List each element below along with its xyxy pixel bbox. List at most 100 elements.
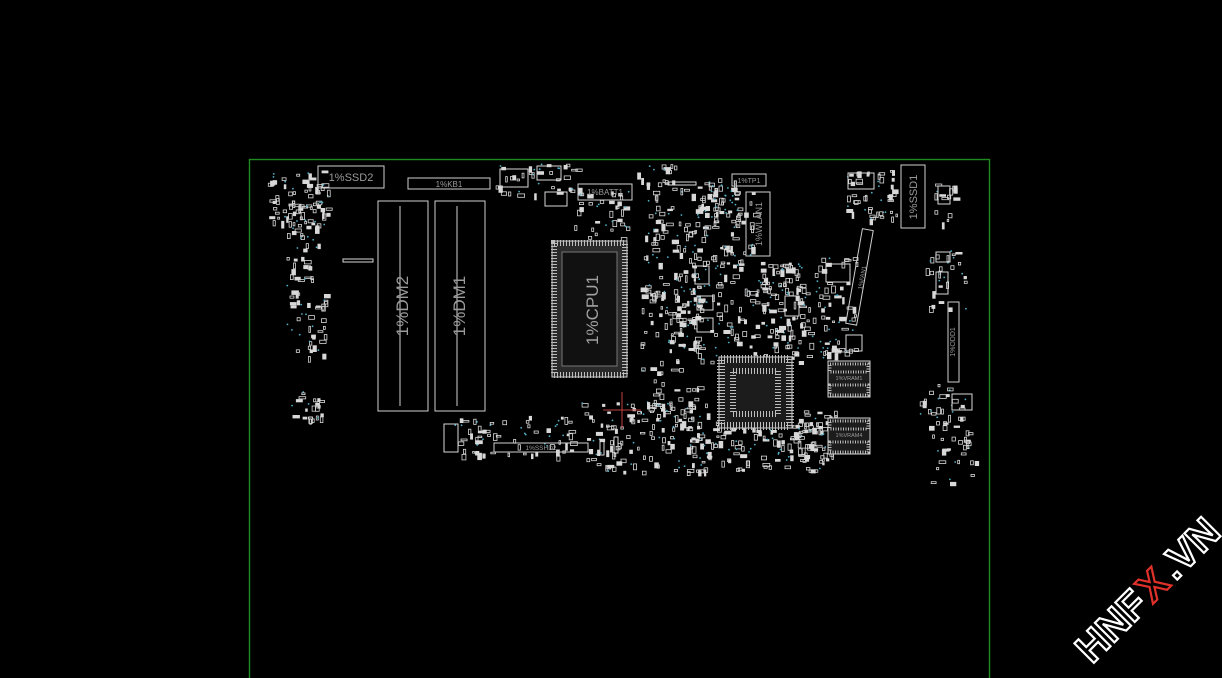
smd-component[interactable]	[611, 193, 617, 198]
ic-component[interactable]	[937, 185, 951, 205]
smd-component[interactable]	[701, 460, 706, 464]
smd-component[interactable]	[798, 427, 801, 430]
smd-component[interactable]	[523, 452, 527, 456]
smd-component[interactable]	[317, 404, 321, 409]
smd-component[interactable]	[892, 192, 897, 198]
cpu1-package[interactable]: 1%CPU1	[551, 240, 628, 378]
smd-component[interactable]	[678, 460, 680, 462]
smd-component[interactable]	[936, 421, 940, 426]
smd-component[interactable]	[947, 213, 953, 219]
smd-component[interactable]	[749, 447, 752, 450]
smd-component[interactable]	[295, 349, 300, 353]
smd-component[interactable]	[599, 438, 606, 443]
smd-component[interactable]	[288, 213, 293, 220]
smd-component[interactable]	[646, 182, 651, 190]
smd-component[interactable]	[528, 166, 533, 172]
smd-component[interactable]	[460, 438, 468, 442]
smd-component[interactable]	[773, 439, 778, 447]
smd-component[interactable]	[321, 170, 329, 174]
smd-component[interactable]	[812, 317, 817, 324]
smd-component[interactable]	[800, 266, 803, 269]
smd-component[interactable]	[308, 194, 314, 199]
smd-component[interactable]	[801, 447, 806, 456]
smd-component[interactable]	[762, 287, 768, 291]
smd-component[interactable]	[647, 232, 650, 235]
smd-component[interactable]	[774, 294, 780, 301]
smd-component[interactable]	[654, 462, 659, 469]
smd-component[interactable]	[824, 306, 826, 309]
smd-component[interactable]	[286, 233, 291, 239]
smd-component[interactable]	[816, 280, 819, 283]
smd-component[interactable]	[295, 399, 303, 403]
smd-component[interactable]	[826, 458, 830, 462]
smd-component[interactable]	[804, 413, 811, 417]
smd-component[interactable]	[679, 252, 684, 259]
smd-component[interactable]	[624, 206, 627, 208]
smd-component[interactable]	[473, 418, 477, 425]
smd-component[interactable]	[554, 425, 557, 428]
smd-component[interactable]	[320, 200, 323, 203]
smd-component[interactable]	[687, 324, 690, 327]
smd-component[interactable]	[575, 168, 583, 172]
smd-component[interactable]	[702, 358, 705, 361]
smd-component[interactable]	[683, 465, 686, 467]
smd-component[interactable]	[730, 328, 734, 336]
smd-component[interactable]	[521, 172, 525, 179]
smd-component[interactable]	[704, 268, 707, 271]
smd-component[interactable]	[787, 293, 789, 296]
smd-component[interactable]	[643, 256, 648, 261]
smd-component[interactable]	[687, 310, 691, 314]
smd-component[interactable]	[692, 405, 697, 410]
smd-component[interactable]	[714, 333, 718, 337]
smd-component[interactable]	[321, 183, 330, 188]
smd-component[interactable]	[949, 478, 951, 481]
smd-component[interactable]	[641, 308, 645, 315]
smd-component[interactable]	[645, 235, 649, 243]
smd-component[interactable]	[763, 465, 768, 469]
smd-component[interactable]	[705, 205, 710, 211]
smd-component[interactable]	[592, 439, 595, 442]
smd-component[interactable]	[303, 265, 309, 270]
smd-component[interactable]	[507, 452, 511, 458]
smd-component[interactable]	[947, 387, 954, 392]
smd-component[interactable]	[653, 393, 660, 397]
smd-component[interactable]	[751, 191, 756, 196]
smd-component[interactable]	[822, 447, 826, 451]
smd-component[interactable]	[820, 434, 823, 436]
smd-component[interactable]	[965, 307, 967, 310]
connector-component[interactable]	[613, 436, 619, 454]
smd-component[interactable]	[804, 326, 811, 331]
smd-component[interactable]	[323, 223, 326, 226]
smd-component[interactable]	[674, 272, 678, 281]
smd-component[interactable]	[683, 346, 686, 349]
smd-component[interactable]	[666, 256, 669, 258]
smd-component[interactable]	[286, 216, 289, 223]
smd-component[interactable]	[689, 258, 693, 264]
smd-component[interactable]	[821, 458, 825, 462]
smd-component[interactable]	[732, 237, 740, 241]
smd-component[interactable]	[292, 191, 296, 195]
smd-component[interactable]	[697, 285, 702, 289]
smd-component[interactable]	[689, 404, 696, 409]
dm1-slot[interactable]: 1%DM1	[434, 200, 486, 412]
smd-component[interactable]	[724, 430, 732, 435]
smd-component[interactable]	[751, 246, 756, 255]
smd-component[interactable]	[937, 450, 939, 452]
smd-component[interactable]	[891, 216, 894, 223]
smd-component[interactable]	[317, 243, 321, 250]
smd-component[interactable]	[290, 305, 297, 309]
smd-component[interactable]	[755, 324, 761, 330]
smd-component[interactable]	[841, 327, 849, 331]
smd-component[interactable]	[307, 403, 310, 405]
smd-component[interactable]	[847, 205, 849, 208]
smd-component[interactable]	[957, 459, 960, 465]
smd-component[interactable]	[822, 356, 825, 359]
smd-component[interactable]	[557, 188, 561, 192]
smd-component[interactable]	[716, 265, 719, 267]
smd-component[interactable]	[846, 208, 854, 213]
smd-component[interactable]	[688, 426, 693, 429]
smd-component[interactable]	[319, 339, 327, 344]
smd-component[interactable]	[614, 428, 618, 434]
smd-component[interactable]	[648, 165, 651, 168]
smd-component[interactable]	[323, 299, 329, 308]
